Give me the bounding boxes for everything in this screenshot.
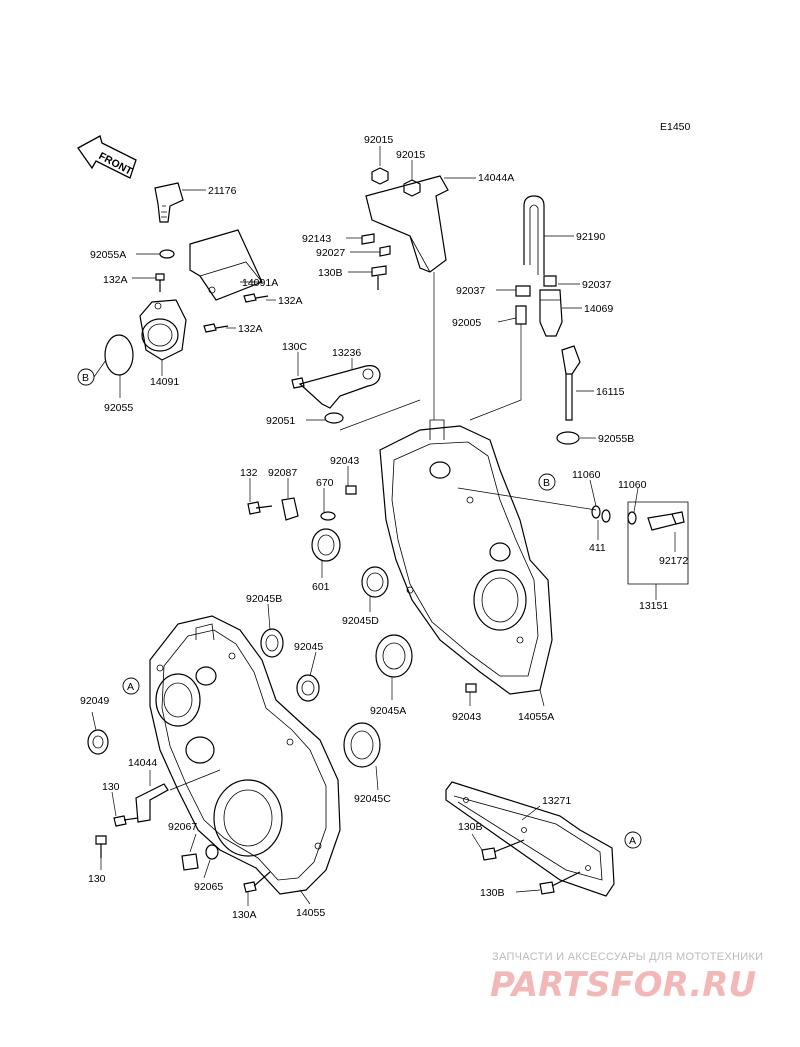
label-13271: 13271	[542, 795, 571, 807]
left-bearings	[87, 628, 381, 893]
label-92005: 92005	[452, 317, 481, 329]
label-92015-1: 92015	[364, 134, 393, 146]
watermark: ЗАПЧАСТИ И АКСЕССУАРЫ ДЛЯ МОТОТЕХНИКИ PA…	[490, 951, 763, 1005]
label-132A-3: 132A	[238, 323, 263, 335]
label-14044A: 14044A	[478, 172, 514, 184]
label-601: 601	[312, 581, 330, 593]
label-92045C: 92045C	[354, 793, 391, 805]
label-92143: 92143	[302, 233, 331, 245]
label-92055A: 92055A	[90, 249, 126, 261]
ref-b-right: B	[538, 473, 556, 491]
label-132A-2: 132A	[278, 295, 303, 307]
label-130B-2: 130B	[458, 821, 483, 833]
label-16115: 16115	[596, 386, 625, 398]
label-92043-2: 92043	[452, 711, 481, 723]
label-92049: 92049	[80, 695, 109, 707]
label-92045D: 92045D	[342, 615, 379, 627]
label-14055: 14055	[296, 907, 325, 919]
label-92027: 92027	[316, 247, 345, 259]
label-411: 411	[589, 542, 606, 554]
ref-a-left: A	[122, 677, 140, 695]
bracket-assembly	[361, 167, 449, 420]
ref-a-right: A	[624, 831, 642, 849]
label-13236: 13236	[332, 347, 361, 359]
label-14069: 14069	[584, 303, 613, 315]
gasket-13271	[445, 781, 615, 897]
label-14055A: 14055A	[518, 711, 554, 723]
label-92055: 92055	[104, 402, 133, 414]
label-92055B: 92055B	[598, 433, 634, 445]
label-92015-2: 92015	[396, 149, 425, 161]
label-92037-1: 92037	[456, 285, 485, 297]
svg-text:A: A	[629, 835, 636, 847]
watermark-brand: PARTSFOR.RU	[490, 965, 756, 1005]
label-130: 130	[88, 873, 106, 885]
case-cover-14055A	[379, 419, 553, 695]
label-14044: 14044	[128, 757, 157, 769]
label-92051: 92051	[266, 415, 295, 427]
label-92037-2: 92037	[582, 279, 611, 291]
svg-text:B: B	[82, 372, 89, 384]
label-130B-3: 130B	[480, 887, 505, 899]
label-132A-1: 132A	[103, 274, 128, 286]
label-21176: 21176	[208, 185, 237, 197]
svg-text:A: A	[127, 681, 134, 693]
label-130A: 130A	[232, 909, 257, 921]
label-92043-1: 92043	[330, 455, 359, 467]
label-11060-2: 11060	[618, 479, 647, 491]
breather-assembly	[469, 195, 581, 445]
label-14091: 14091	[150, 376, 179, 388]
label-11060-1: 11060	[572, 469, 601, 481]
label-130B-1: 130B	[318, 267, 343, 279]
cover-small-parts	[247, 485, 689, 693]
label-92087: 92087	[268, 467, 297, 479]
label-92172: 92172	[659, 555, 688, 567]
leader-lines	[91, 146, 676, 906]
diagram-code: E1450	[660, 121, 691, 133]
label-13151: 13151	[639, 600, 668, 612]
label-92067: 92067	[168, 821, 197, 833]
label-670: 670	[316, 477, 334, 489]
label-130C: 130C	[282, 341, 308, 353]
ref-b-left: B	[77, 368, 95, 386]
svg-text:B: B	[543, 477, 550, 489]
label-130-1: 130	[102, 781, 120, 793]
label-14091A: 14091A	[242, 277, 278, 289]
label-132: 132	[240, 467, 258, 479]
label-92045B: 92045B	[246, 593, 282, 605]
label-92065: 92065	[194, 881, 223, 893]
case-14055	[149, 615, 341, 895]
part-labels: 21176 92055A 132A 14091A 132A 132A 92055…	[80, 134, 688, 921]
lever-assembly	[291, 365, 421, 431]
label-92190: 92190	[576, 231, 605, 243]
front-arrow-icon: FRONT	[77, 135, 137, 179]
watermark-tagline: ЗАПЧАСТИ И АКСЕССУАРЫ ДЛЯ МОТОТЕХНИКИ	[492, 951, 763, 963]
label-92045: 92045	[294, 641, 323, 653]
label-92045A: 92045A	[370, 705, 406, 717]
